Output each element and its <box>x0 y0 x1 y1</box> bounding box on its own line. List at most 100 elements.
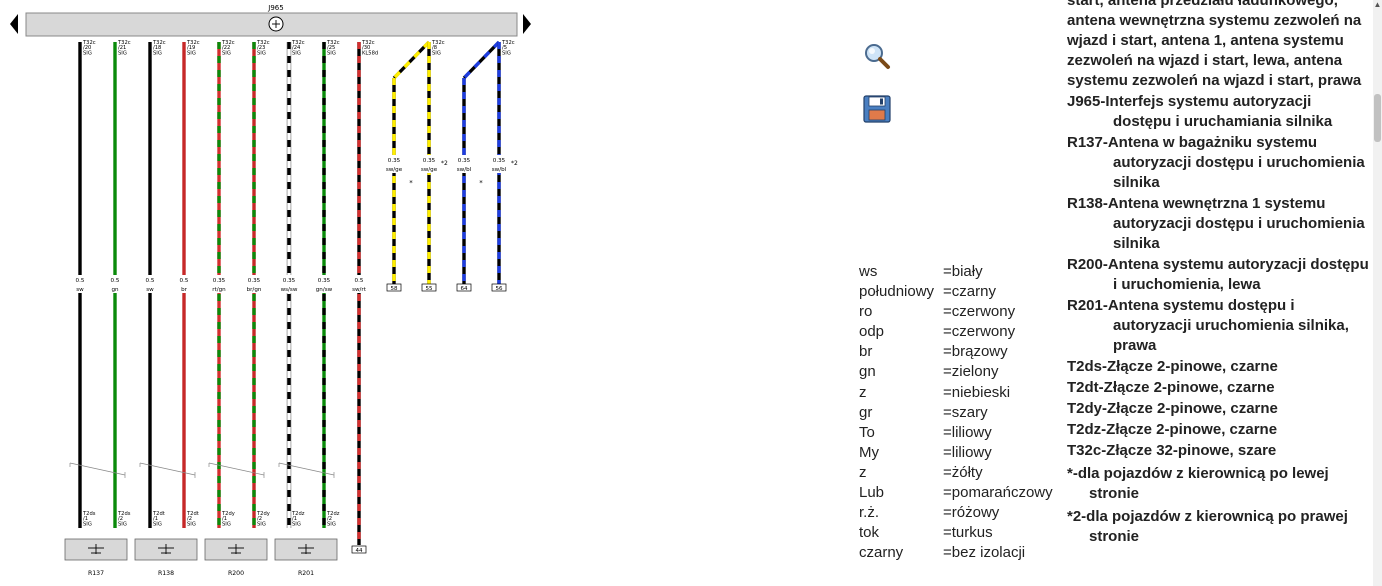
wire-section-label: 0.35 <box>458 158 471 164</box>
ground-terminal-label: 44 <box>356 548 363 554</box>
component-legend-lead: start, antena przedziału ładunkowego, an… <box>1067 0 1362 89</box>
component-legend-item: T2dy-Złącze 2-pinowe, czarne <box>1067 400 1278 417</box>
label-bg <box>455 155 473 173</box>
antenna-label: R138 <box>158 570 174 577</box>
wire-color-label: ws/sw <box>281 287 298 293</box>
scroll-right-arrow[interactable] <box>523 14 531 34</box>
component-legend-item: R138-Antena wewnętrzna 1 systemu autoryz… <box>1067 195 1365 252</box>
wire-section-label: 0.35 <box>423 158 436 164</box>
wire-section-label: 0.35 <box>318 278 331 284</box>
wire-color-label: sw/rt <box>352 287 367 293</box>
wire-section-label: 0.5 <box>76 278 85 284</box>
scroll-left-arrow[interactable] <box>10 14 18 34</box>
wire-section-label: 0.35 <box>283 278 296 284</box>
reference-number: 58 <box>391 286 398 292</box>
wire-color-label: gn <box>111 287 119 293</box>
wire-color-label: sw/bl <box>492 167 507 173</box>
wire-section-label: 0.5 <box>146 278 155 284</box>
color-abbreviation: br <box>859 343 873 361</box>
color-name: =szary <box>943 403 988 421</box>
color-abbreviation: My <box>859 443 879 461</box>
label-bg <box>490 155 508 173</box>
color-abbreviation: odp <box>859 323 885 341</box>
wire-section-label: 0.35 <box>248 278 261 284</box>
wire-note: *2 <box>511 160 518 167</box>
wire-color-label: rt/gn <box>212 287 226 293</box>
wire-section-label: 0.5 <box>180 278 189 284</box>
wire-color-label: sw <box>146 287 154 293</box>
wire-section-label: 0.35 <box>213 278 226 284</box>
color-name: =liliowy <box>943 423 992 441</box>
color-name: =czerwony <box>943 303 1016 321</box>
wire-section-label: 0.35 <box>388 158 401 164</box>
color-name: =turkus <box>943 524 993 542</box>
wire-color-label: sw/bl <box>457 167 472 173</box>
color-abbreviation: Lub <box>859 484 885 502</box>
reference-box <box>456 283 472 292</box>
color-name: =bez izolacji <box>943 544 1026 562</box>
reference-box <box>421 283 437 292</box>
antenna-label: R201 <box>298 570 314 577</box>
color-name: =biały <box>943 263 983 280</box>
label-bg <box>175 275 193 293</box>
reference-number: 55 <box>426 286 433 292</box>
label-bg <box>106 275 124 293</box>
footnote-right-hand-drive: *2-dla pojazdów z kierownicą po prawej s… <box>1067 508 1348 545</box>
scrollbar-thumb[interactable] <box>1374 94 1381 142</box>
component-legend: start, antena przedziału ładunkowego, an… <box>1067 0 1372 548</box>
pair-marker: * <box>409 179 413 187</box>
color-name: =liliowy <box>943 443 992 461</box>
color-name: =czarny <box>943 283 996 301</box>
label-bg <box>141 275 159 293</box>
antenna-r137: R137 <box>64 538 128 577</box>
component-legend-item: T32c-Złącze 32-pinowe, szare <box>1067 442 1277 459</box>
scroll-up-arrow-icon[interactable]: ▲ <box>1373 0 1382 9</box>
color-abbreviation: z <box>859 463 867 481</box>
component-legend-item: R137-Antena w bagażniku systemu autoryza… <box>1067 134 1365 191</box>
color-abbreviation: r.ż. <box>859 504 880 522</box>
vertical-scrollbar[interactable]: ▲ <box>1373 0 1382 586</box>
floppy-disk-icon[interactable] <box>862 94 894 126</box>
color-name: =zielony <box>943 363 999 381</box>
color-name: =czerwony <box>943 323 1016 341</box>
color-abbreviation: ro <box>859 303 873 321</box>
color-abbreviation: gr <box>859 403 873 421</box>
label-bg <box>420 155 438 173</box>
shield-line <box>208 462 265 476</box>
color-name: =brązowy <box>943 343 1008 361</box>
color-name: =różowy <box>943 504 1000 522</box>
pair-marker: * <box>479 179 483 187</box>
wire-stroke <box>462 40 501 80</box>
wire-section-label: 0.5 <box>111 278 120 284</box>
label-bg <box>71 275 89 293</box>
reference-number: 56 <box>496 286 503 292</box>
component-legend-item: T2dz-Złącze 2-pinowe, czarne <box>1067 421 1278 438</box>
magnifier-icon[interactable] <box>860 40 892 72</box>
reference-box <box>386 283 402 292</box>
wire-color-label: sw/ge <box>421 167 438 173</box>
component-legend-item: T2dt-Złącze 2-pinowe, czarne <box>1067 379 1275 396</box>
component-legend-item: R201-Antena systemu dostępu i autoryzacj… <box>1067 297 1349 354</box>
wire-sw-bl <box>462 40 501 284</box>
wire-stroke <box>392 40 431 80</box>
wire-note: *2 <box>441 160 448 167</box>
wire-color-label: sw <box>76 287 84 293</box>
color-abbreviation: To <box>859 423 875 441</box>
color-name: =żółty <box>943 463 983 481</box>
shield-line <box>139 462 196 476</box>
color-abbreviation: z <box>859 383 867 401</box>
